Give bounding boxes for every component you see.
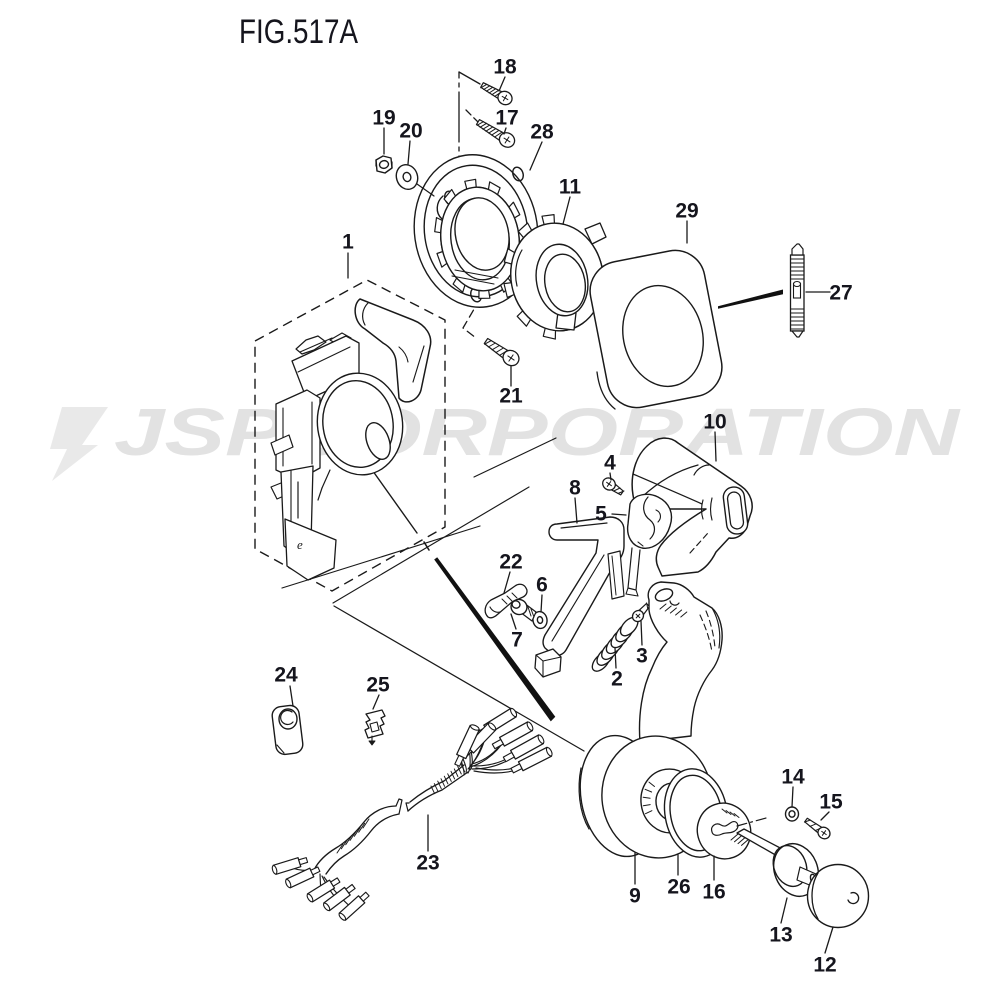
svg-text:13: 13 (769, 924, 792, 947)
svg-text:e: e (297, 537, 303, 552)
svg-text:9: 9 (629, 885, 641, 908)
svg-text:1: 1 (342, 231, 354, 254)
svg-text:25: 25 (366, 674, 390, 697)
svg-text:19: 19 (372, 107, 395, 130)
svg-text:FIG.517A: FIG.517A (239, 13, 358, 51)
svg-text:24: 24 (274, 664, 298, 687)
svg-text:29: 29 (675, 200, 698, 223)
svg-text:2: 2 (611, 668, 623, 691)
svg-text:23: 23 (416, 852, 439, 875)
svg-text:5: 5 (595, 503, 607, 526)
svg-text:22: 22 (499, 551, 522, 574)
svg-text:7: 7 (511, 629, 523, 652)
svg-text:20: 20 (399, 120, 422, 143)
svg-text:21: 21 (499, 385, 523, 408)
svg-text:26: 26 (667, 876, 690, 899)
svg-text:3: 3 (636, 645, 648, 668)
svg-text:17: 17 (495, 107, 518, 130)
svg-text:14: 14 (781, 766, 805, 789)
svg-text:6: 6 (536, 574, 548, 597)
svg-text:11: 11 (559, 176, 582, 199)
svg-text:8: 8 (569, 477, 581, 500)
svg-text:10: 10 (703, 411, 726, 434)
svg-text:28: 28 (530, 121, 554, 144)
svg-text:12: 12 (813, 954, 836, 977)
svg-text:18: 18 (493, 56, 517, 79)
svg-text:27: 27 (829, 282, 852, 305)
svg-text:16: 16 (702, 881, 725, 904)
svg-text:15: 15 (819, 791, 843, 814)
svg-text:JSPCORPORATION: JSPCORPORATION (114, 395, 961, 470)
svg-text:4: 4 (604, 452, 616, 475)
